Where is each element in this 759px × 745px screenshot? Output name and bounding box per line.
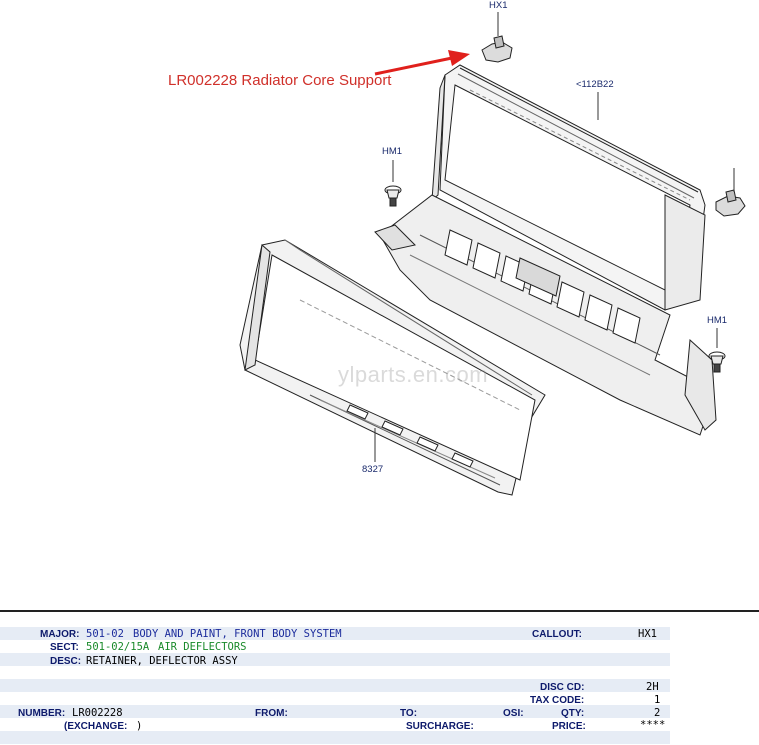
label-hx1: HX1 [489,0,508,11]
retainer-clip-right-drawing [715,168,746,217]
parts-diagram: HX1 <112B22 HM1 HM1 8327 LR002228 Radiat… [168,0,746,496]
number-label: NUMBER: [18,708,66,719]
tax-code-value: 1 [654,694,661,706]
callout-value: HX1 [638,628,657,640]
sect-label: SECT: [50,642,79,653]
disc-cd-label: DISC CD: [540,682,585,693]
to-label: TO: [400,708,418,719]
radiator-core-support-drawing [374,64,717,436]
desc-text: RETAINER, DEFLECTOR ASSY [86,655,238,667]
info-band-2 [0,653,670,666]
surcharge-label: SURCHARGE: [406,721,474,732]
exchange-label: (EXCHANGE: [64,721,128,732]
red-callout-arrow [374,50,470,76]
label-112b22: <112B22 [576,79,614,90]
info-band-1 [0,627,670,640]
disc-cd-value: 2H [646,681,659,693]
label-hm1-left: HM1 [382,146,403,157]
info-band-3 [0,679,670,692]
exchange-value: ) [136,720,143,732]
from-label: FROM: [255,708,288,719]
info-band-5 [0,731,670,744]
watermark: ylparts.en.com [338,362,489,387]
sect-code: 501-02/15A [86,641,150,653]
osi-label: OSI: [503,708,524,719]
exploded-view-drawing [239,12,746,496]
qty-value: 2 [654,707,661,719]
callout-note: LR002228 Radiator Core Support [168,72,392,89]
pin-hm1-right-drawing [708,328,726,373]
price-label: PRICE: [552,721,586,732]
sect-text: AIR DEFLECTORS [158,641,247,653]
pin-hm1-left-drawing [384,160,402,207]
desc-label: DESC: [50,656,82,667]
price-value: **** [640,719,666,731]
retainer-clip-hx1-drawing [481,12,513,63]
major-code: 501-02 [86,628,124,640]
info-band-4 [0,705,670,718]
major-text: BODY AND PAINT, FRONT BODY SYSTEM [133,628,342,640]
qty-label: QTY: [561,708,585,719]
info-top-rule [0,610,759,612]
label-hm1-right: HM1 [707,315,728,326]
air-deflector-drawing [239,239,546,496]
callout-label: CALLOUT: [532,629,582,640]
label-8327: 8327 [362,464,384,475]
number-value[interactable]: LR002228 [72,707,123,719]
tax-code-label: TAX CODE: [530,695,585,706]
major-label: MAJOR: [40,629,80,640]
